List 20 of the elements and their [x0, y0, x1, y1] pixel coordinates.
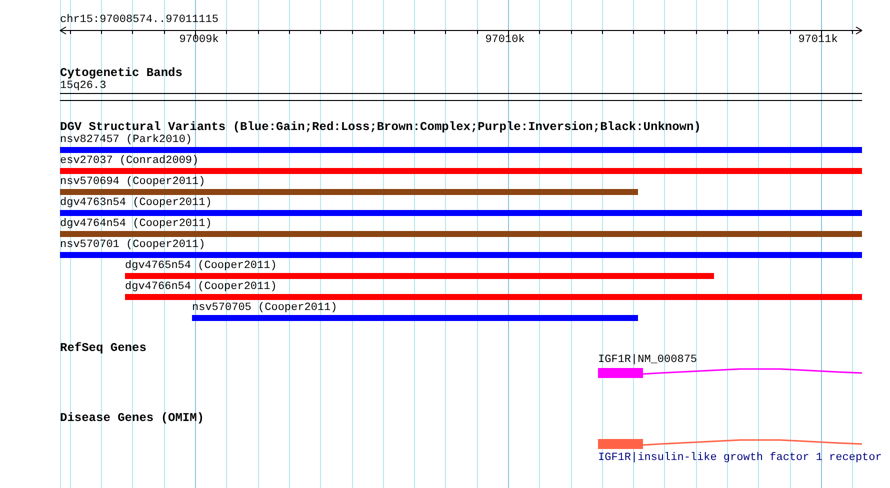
variant-label: dgv4766n54 (Cooper2011) — [125, 281, 277, 293]
track-title: Disease Genes (OMIM) — [60, 412, 204, 424]
variant-label: dgv4763n54 (Cooper2011) — [60, 197, 212, 209]
variant-label: dgv4764n54 (Cooper2011) — [60, 218, 212, 230]
tick-label: 97011k — [798, 34, 838, 46]
variant-label: dgv4765n54 (Cooper2011) — [125, 260, 277, 272]
tick-label: 97010k — [485, 34, 525, 46]
variant-label: nsv570701 (Cooper2011) — [60, 239, 206, 251]
region-coordinates: chr15:97008574..97011115 — [60, 14, 218, 26]
track-title: Cytogenetic Bands — [60, 67, 182, 79]
track-title: RefSeq Genes — [60, 342, 146, 354]
variant-label: nsv570705 (Cooper2011) — [192, 302, 338, 314]
tick-label: 97009k — [179, 34, 219, 46]
variant-label: esv27037 (Conrad2009) — [60, 155, 199, 167]
band-name: 15q26.3 — [60, 80, 106, 92]
gene-label: IGF1R|NM_000875 — [598, 354, 698, 366]
track-title: DGV Structural Variants (Blue:Gain;Red:Loss;Brown:Complex;Purple:Inversion;Black:Unknown) — [60, 121, 701, 133]
variant-label: nsv827457 (Park2010) — [60, 134, 192, 146]
gene-label: IGF1R|insulin-like growth factor 1 receptor — [598, 452, 882, 464]
variant-label: nsv570694 (Cooper2011) — [60, 176, 206, 188]
